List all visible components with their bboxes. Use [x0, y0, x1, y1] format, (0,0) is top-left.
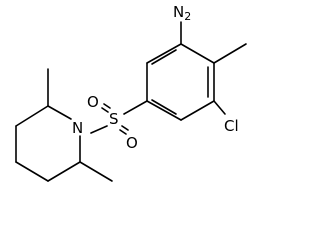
ring-bond-c1-c2: [180, 43, 215, 64]
ring-bond-c4-c5: [146, 100, 182, 121]
ring-bond-c3-c4: [180, 100, 215, 121]
ring-nitrogen-label: N: [72, 119, 83, 137]
oxygen-bottom-label: O: [126, 134, 138, 152]
bond-s-ring-nitrogen: [90, 125, 108, 134]
sulfonyl-group: [90, 103, 129, 135]
pip-bond-c5-c6: [47, 161, 81, 182]
molecule-drawing: N2 Cl S O O N: [15, 3, 247, 182]
sulfur-label: S: [109, 110, 119, 128]
ring-double-bond-3: [151, 49, 177, 65]
bond-s-o-bottom-b: [119, 129, 127, 135]
bond-c5-sulfur: [123, 100, 148, 115]
amine-label: N2: [173, 3, 191, 23]
bond-s-o-top-a: [101, 107, 109, 113]
pip-bond-c6-methyl: [79, 161, 113, 182]
oxygen-top-label: O: [87, 93, 99, 111]
bond-s-o-top-b: [103, 103, 111, 109]
bond-c2-methyl: [213, 43, 247, 64]
piperidine-ring: [15, 68, 113, 182]
pip-bond-c4-c5: [15, 161, 49, 182]
bond-c3-chloro: [213, 100, 226, 115]
structure-canvas: N2 Cl S O O N: [15, 3, 247, 182]
benzene-ring: [146, 43, 215, 121]
bond-s-o-bottom-a: [121, 125, 129, 131]
ring-double-bond-2: [151, 99, 177, 115]
chloro-label: Cl: [224, 117, 239, 135]
ring-bond-c6-c1: [146, 43, 182, 64]
pip-bond-n-c2: [47, 105, 72, 120]
pip-bond-c2-c3: [15, 105, 49, 127]
